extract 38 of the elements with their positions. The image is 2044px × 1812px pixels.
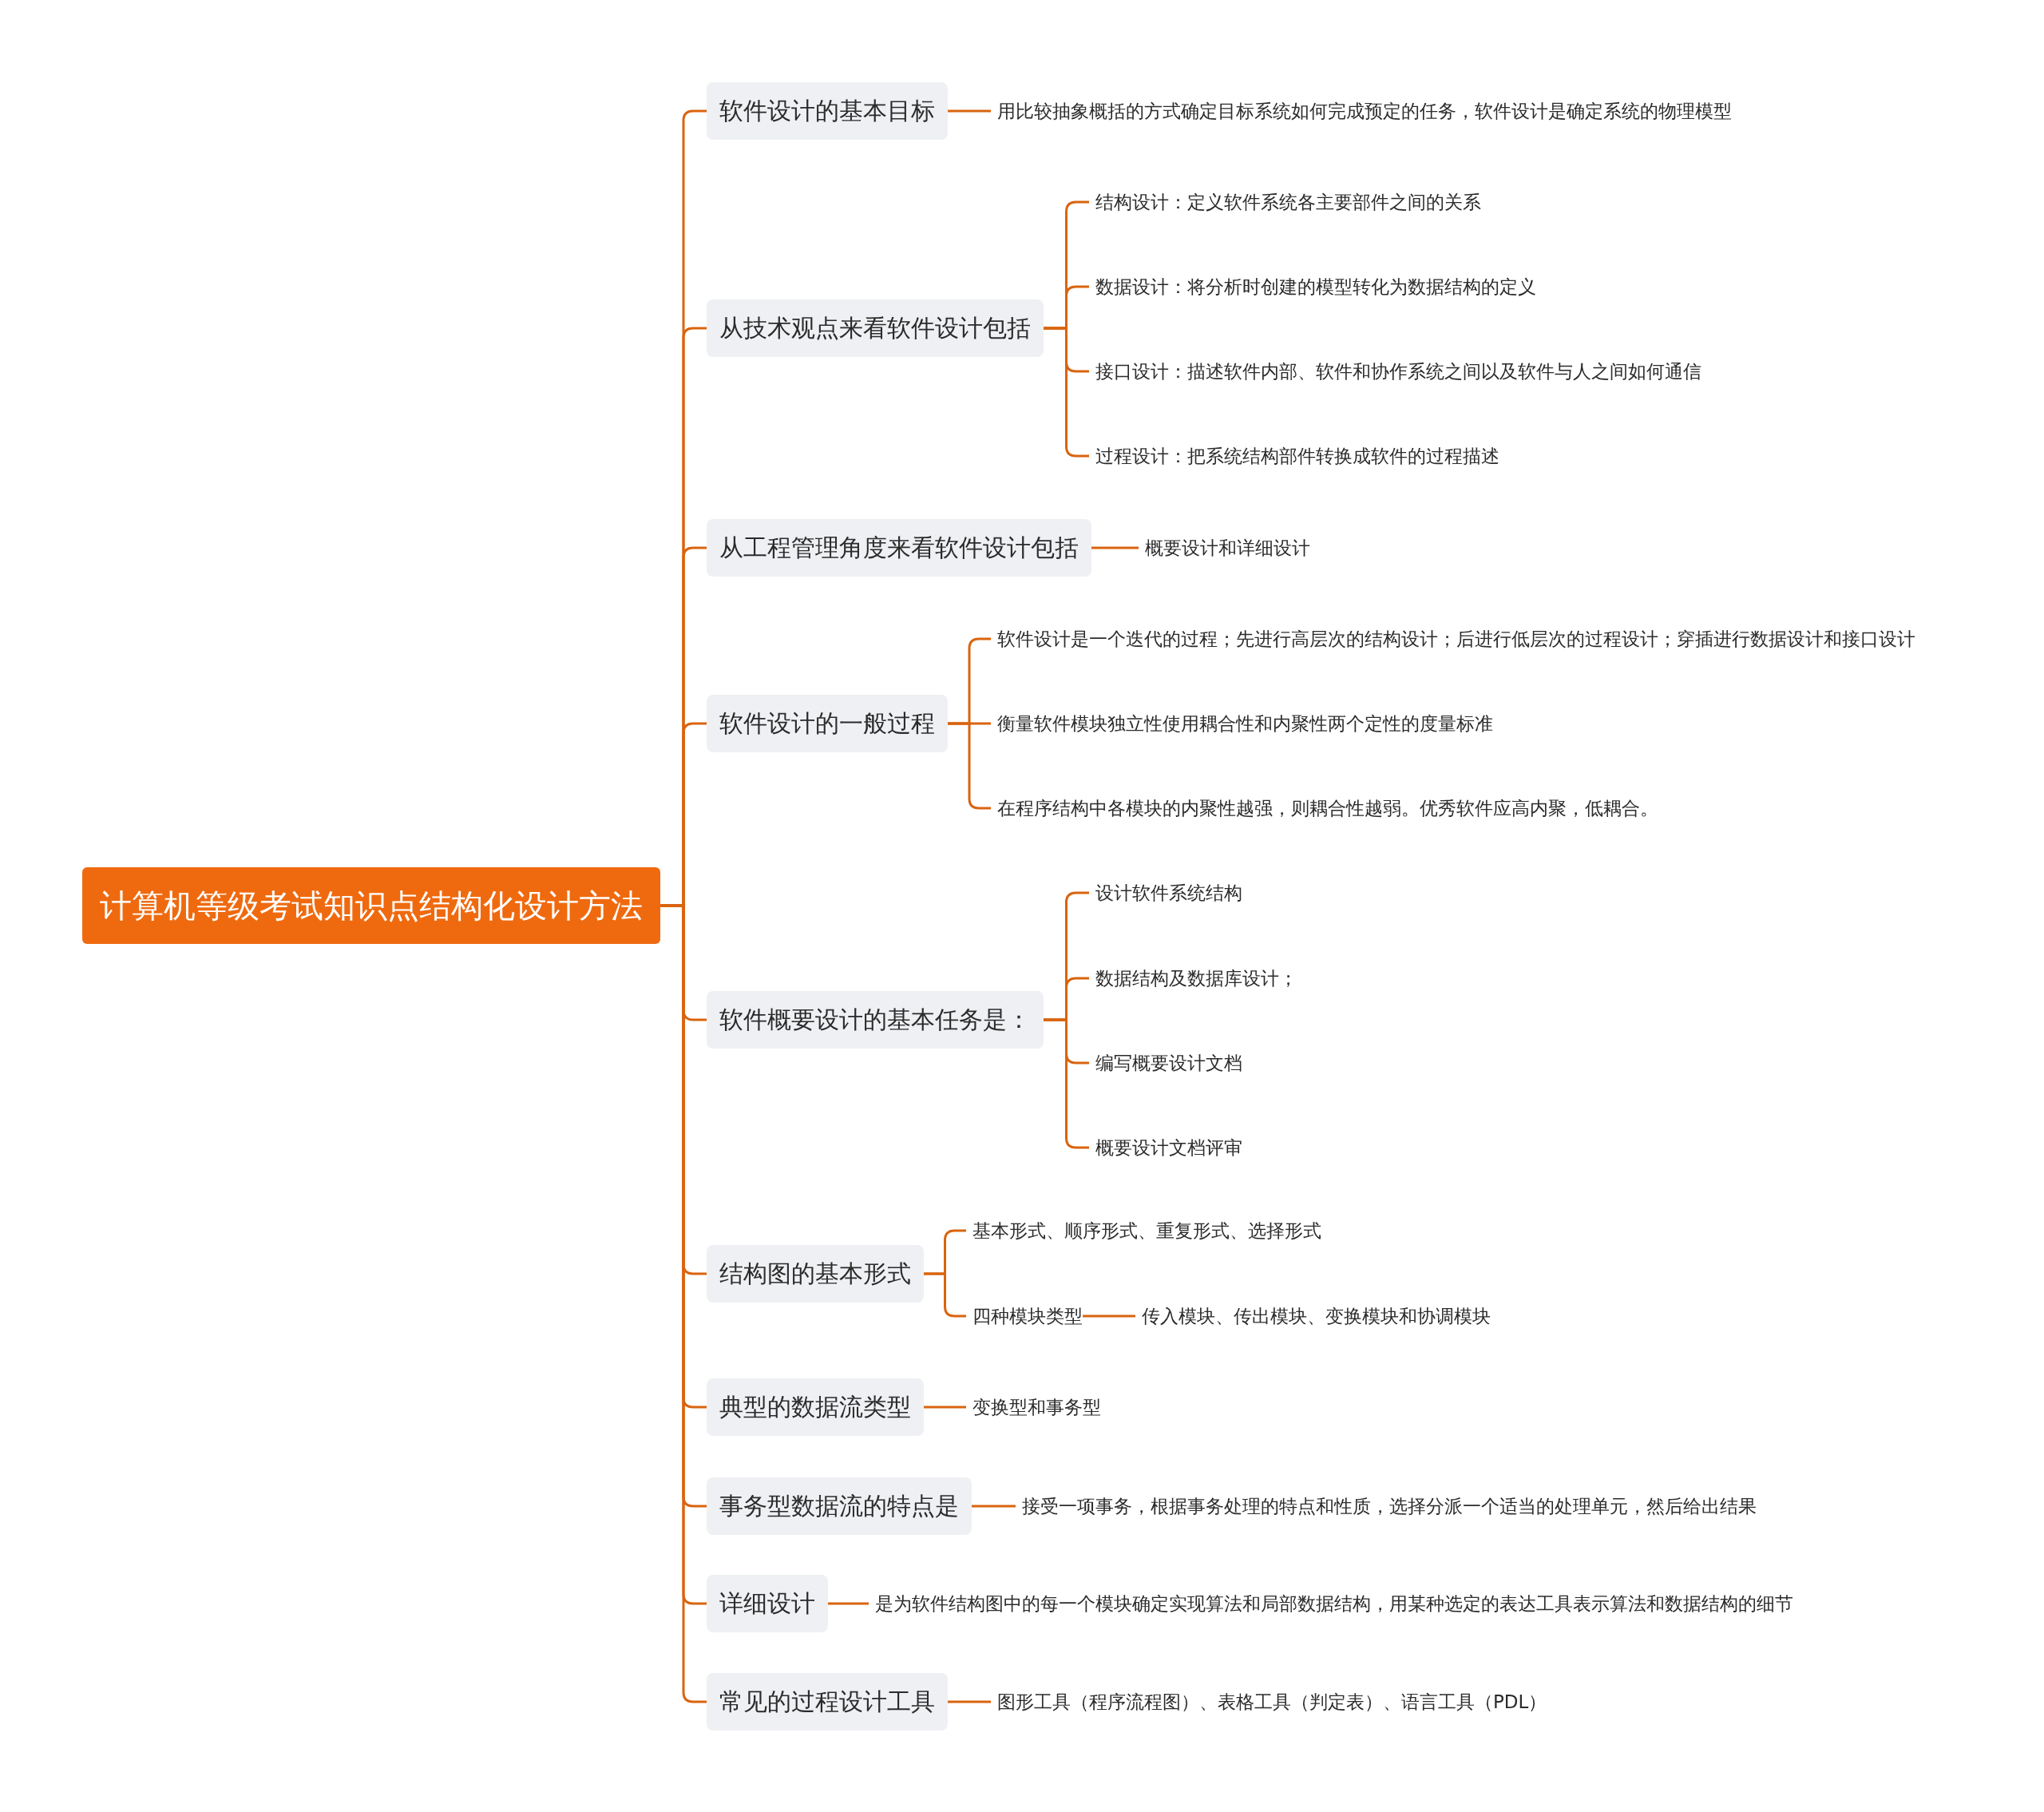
connector-line [948, 109, 991, 113]
subtopic-text: 衡量软件模块独立性使用耦合性和内聚性两个定性的度量标准 [991, 708, 1493, 739]
connector-line [1083, 1314, 1135, 1318]
topic-box: 详细设计 [707, 1575, 828, 1632]
topic-box: 从技术观点来看软件设计包括 [707, 299, 1044, 357]
connector-line [924, 1406, 966, 1409]
topic-box: 常见的过程设计工具 [707, 1673, 948, 1731]
subtopic-text: 数据设计：将分析时创建的模型转化为数据结构的定义 [1089, 271, 1536, 303]
subtopic-text: 接口设计：描述软件内部、软件和协作系统之间以及软件与人之间如何通信 [1089, 355, 1701, 387]
subtopic-text: 四种模块类型 [966, 1300, 1083, 1332]
subtopic-text: 在程序结构中各模块的内聚性越强，则耦合性越弱。优秀软件应高内聚，低耦合。 [991, 792, 1658, 824]
connector-line [972, 1505, 1016, 1508]
subtopic-text: 图形工具（程序流程图）、表格工具（判定表）、语言工具（PDL） [991, 1686, 1547, 1718]
connector-line [1091, 546, 1139, 549]
subtopic-text: 变换型和事务型 [966, 1391, 1101, 1423]
subtopic-text: 过程设计：把系统结构部件转换成软件的过程描述 [1089, 440, 1499, 472]
topic-box: 事务型数据流的特点是 [707, 1477, 972, 1535]
subtopic-text: 是为软件结构图中的每一个模块确定实现算法和局部数据结构，用某种选定的表达工具表示算法和数据结构的细节 [869, 1588, 1793, 1620]
subtopic-text: 概要设计和详细设计 [1139, 532, 1310, 564]
subtopic-text: 接受一项事务，根据事务处理的特点和性质，选择分派一个适当的处理单元，然后给出结果 [1016, 1490, 1757, 1522]
connector-line [828, 1602, 869, 1605]
subtopic-text: 编写概要设计文档 [1089, 1047, 1242, 1079]
central-topic: 计算机等级考试知识点结构化设计方法 [82, 867, 660, 944]
subtopic-text: 软件设计是一个迭代的过程；先进行高层次的结构设计；后进行低层次的过程设计；穿插进行数据设计和接口设计 [991, 623, 1915, 655]
subtopic-text: 概要设计文档评审 [1089, 1132, 1242, 1164]
topic-box: 从工程管理角度来看软件设计包括 [707, 519, 1091, 577]
topic-box: 软件设计的基本目标 [707, 82, 948, 140]
topic-box: 软件设计的一般过程 [707, 695, 948, 752]
connector-line [948, 1700, 991, 1703]
topic-box: 结构图的基本形式 [707, 1245, 924, 1302]
subtopic-text: 基本形式、顺序形式、重复形式、选择形式 [966, 1215, 1321, 1247]
subtopic-text: 用比较抽象概括的方式确定目标系统如何完成预定的任务，软件设计是确定系统的物理模型 [991, 95, 1732, 127]
topic-box: 软件概要设计的基本任务是： [707, 991, 1044, 1049]
subtopic-text: 数据结构及数据库设计； [1089, 962, 1297, 994]
subtopic-text: 传入模块、传出模块、变换模块和协调模块 [1135, 1300, 1491, 1332]
topic-box: 典型的数据流类型 [707, 1378, 924, 1436]
subtopic-text: 设计软件系统结构 [1089, 877, 1242, 909]
subtopic-text: 结构设计：定义软件系统各主要部件之间的关系 [1089, 186, 1481, 218]
